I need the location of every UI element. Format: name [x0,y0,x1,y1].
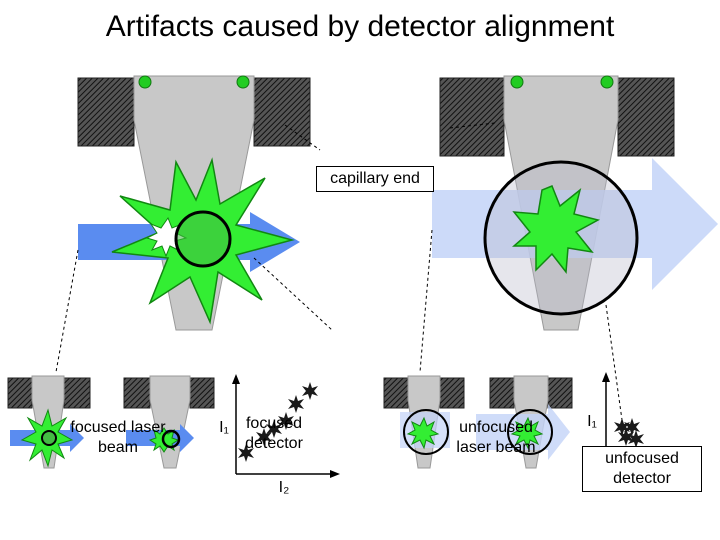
left-block-l [77,77,135,147]
axis-i1-left-label: I₁ [219,419,229,436]
bottom-left-panel-1 [7,375,91,469]
right-dot-green-2 [600,75,614,89]
unfocused-detector-label: unfocused detector [582,446,702,492]
focused-plot [232,374,340,478]
unfocused-laser-beam-label: unfocused laser beam [456,419,536,456]
left-dot-green-2 [236,75,250,89]
left-detector-circle [174,210,232,268]
bottom-left-panel-2 [123,375,215,469]
right-dot-green-1 [510,75,524,89]
axis-i1-right-label: I₁ [587,413,597,430]
focused-plot-stars [238,382,318,462]
dashed-connectors [55,122,623,421]
axis-i2-left-label: I₂ [278,479,290,496]
focused-detector-label: focused detector [245,415,303,452]
right-fluorescence-flash [512,185,601,274]
bottom-right-panel-1 [383,375,465,469]
focused-laser-beam-label: focused laser beam [70,419,166,456]
left-dot-green-1 [138,75,152,89]
capillary-end-label: capillary end [316,166,434,192]
page-title: Artifacts caused by detector alignment [105,10,615,43]
bottom-right-panel-2 [476,375,573,469]
left-block-r [253,77,311,147]
right-block-l [439,77,505,157]
right-block-r [617,77,675,157]
